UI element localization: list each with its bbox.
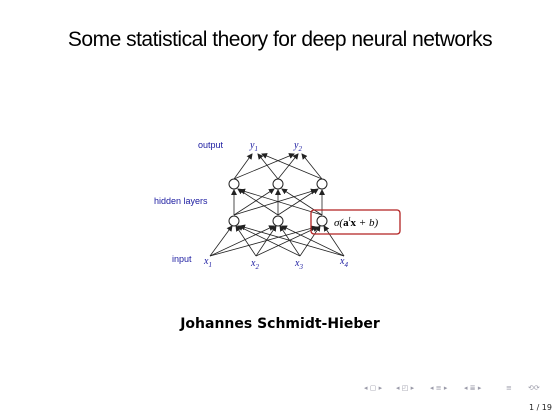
nav-section-icon[interactable]: ◂ ≡ ▸: [430, 384, 448, 392]
hidden-node: [316, 215, 328, 227]
hidden-layer-1-nodes: [228, 215, 328, 227]
edges-input-hidden1: [209, 224, 345, 257]
output-layer-label: output: [198, 140, 224, 150]
nav-doc-icon[interactable]: ◂ ≣ ▸: [464, 384, 482, 392]
hidden-node: [316, 178, 328, 190]
nav-align-icon[interactable]: ≡: [506, 384, 512, 392]
input-layer-label: input: [172, 254, 192, 264]
nav-frame-icon[interactable]: ◂ ▢ ▸: [364, 384, 383, 392]
output-y1: y1: [249, 140, 258, 153]
hidden-node: [228, 215, 240, 227]
hidden-node: [228, 178, 240, 190]
hidden-layer-2-nodes: [228, 178, 328, 190]
nav-search-icon[interactable]: ⟲⟳: [528, 384, 540, 392]
hidden-node: [272, 215, 284, 227]
activation-formula: σ(atx + b): [334, 215, 378, 229]
slide-title: Some statistical theory for deep neural …: [67, 28, 493, 51]
input-x1: x1: [203, 256, 212, 269]
nav-subsection-icon[interactable]: ◂ ◰ ▸: [396, 384, 415, 392]
input-x2: x2: [250, 258, 259, 270]
author-name: Johannes Schmidt-Hieber: [180, 316, 380, 332]
output-y2: y2: [293, 140, 302, 153]
hidden-layers-label: hidden layers: [154, 196, 208, 206]
beamer-navigation-bar: ◂ ▢ ▸ ◂ ◰ ▸ ◂ ≡ ▸ ◂ ≣ ▸ ≡ ⟲⟳: [356, 384, 556, 396]
neural-network-diagram: output hidden layers input y1 y2 x1 x2 x…: [154, 140, 401, 270]
hidden-node: [272, 178, 284, 190]
edges-hidden1-hidden2: [231, 188, 325, 216]
page-number: 1 / 19: [528, 403, 552, 412]
input-x4: x4: [339, 256, 348, 269]
input-x3: x3: [294, 258, 303, 270]
edges-hidden2-output: [233, 153, 323, 180]
highlight-box: [310, 209, 401, 235]
